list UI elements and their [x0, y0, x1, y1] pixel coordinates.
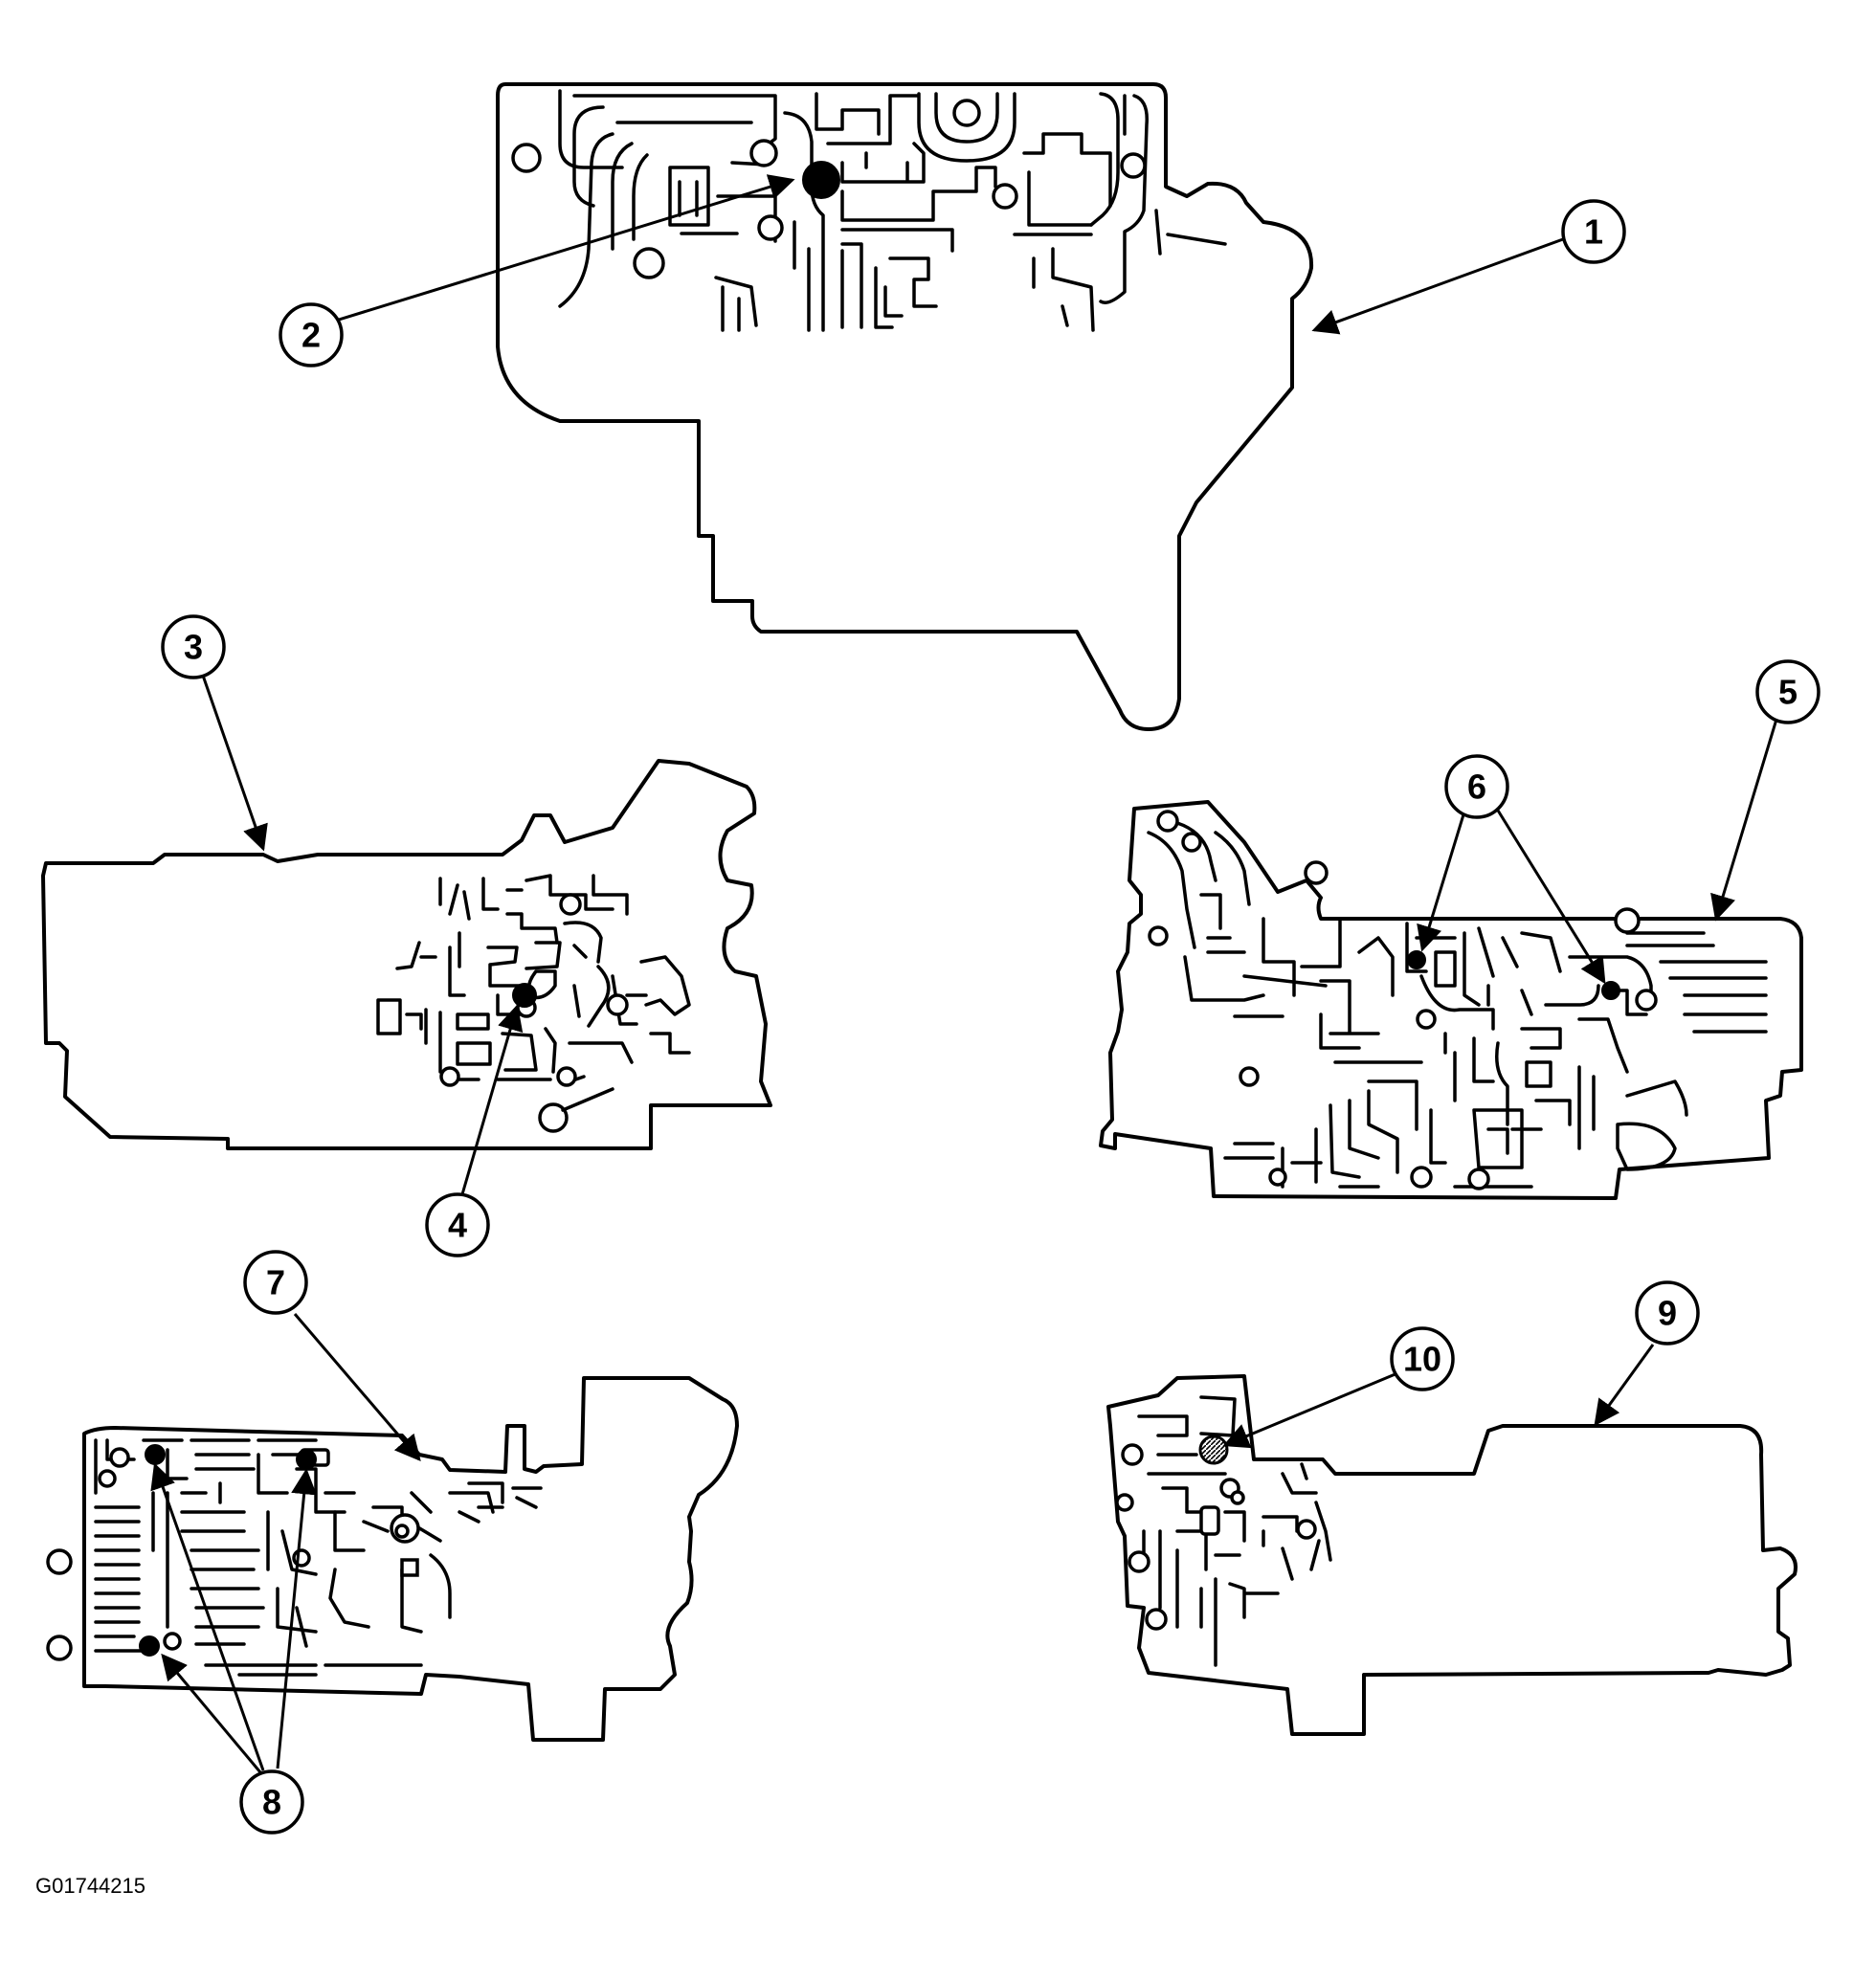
- callout-3: 3: [161, 614, 226, 679]
- check-ball-2: [802, 161, 840, 199]
- callout-2: 2: [279, 302, 344, 367]
- part-5-passages: [1147, 821, 1768, 1189]
- part-3-passages: [376, 874, 691, 1085]
- check-ball-10: [1198, 1435, 1229, 1465]
- valve-body-part-1: [496, 82, 1314, 731]
- callout-6-label: 6: [1467, 768, 1486, 807]
- callout-10: 10: [1390, 1326, 1455, 1391]
- callout-6: 6: [1444, 754, 1509, 819]
- check-ball-8c: [296, 1449, 317, 1470]
- callout-4-label: 4: [448, 1206, 467, 1245]
- callout-3-label: 3: [184, 628, 203, 667]
- part-5-outline: [1099, 800, 1803, 1200]
- callout-1-label: 1: [1584, 212, 1603, 252]
- callout-9-label: 9: [1658, 1294, 1677, 1333]
- valve-body-part-9: [1106, 1374, 1798, 1736]
- callout-2-label: 2: [302, 316, 321, 355]
- figure-id: G01744215: [35, 1874, 145, 1898]
- part-7-outline: [82, 1376, 739, 1742]
- callout-5-label: 5: [1778, 673, 1798, 712]
- part-1-outline: [496, 82, 1314, 731]
- check-ball-6a: [1407, 950, 1426, 969]
- callout-7-label: 7: [266, 1263, 285, 1302]
- callout-5: 5: [1755, 659, 1820, 724]
- part-9-outline: [1106, 1374, 1798, 1736]
- callout-8-label: 8: [262, 1783, 281, 1822]
- part-7-passages: [94, 1438, 543, 1677]
- callout-4: 4: [425, 1192, 490, 1257]
- callout-7: 7: [243, 1250, 308, 1315]
- check-ball-4: [512, 983, 537, 1008]
- part-3-outline: [41, 759, 772, 1150]
- check-ball-6b: [1601, 981, 1620, 1000]
- callout-1: 1: [1561, 199, 1626, 264]
- part-9-passages: [1137, 1395, 1332, 1667]
- check-ball-8b: [139, 1635, 160, 1657]
- callout-9: 9: [1635, 1280, 1700, 1346]
- leader-lines: [150, 174, 1780, 1773]
- check-ball-8a: [145, 1444, 166, 1465]
- callout-10-label: 10: [1403, 1340, 1441, 1379]
- callout-8: 8: [239, 1769, 304, 1835]
- valve-body-part-3: [41, 759, 772, 1150]
- part-1-passages: [558, 89, 1227, 332]
- valve-body-part-7: [46, 1376, 739, 1742]
- valve-body-part-5: [1099, 800, 1803, 1200]
